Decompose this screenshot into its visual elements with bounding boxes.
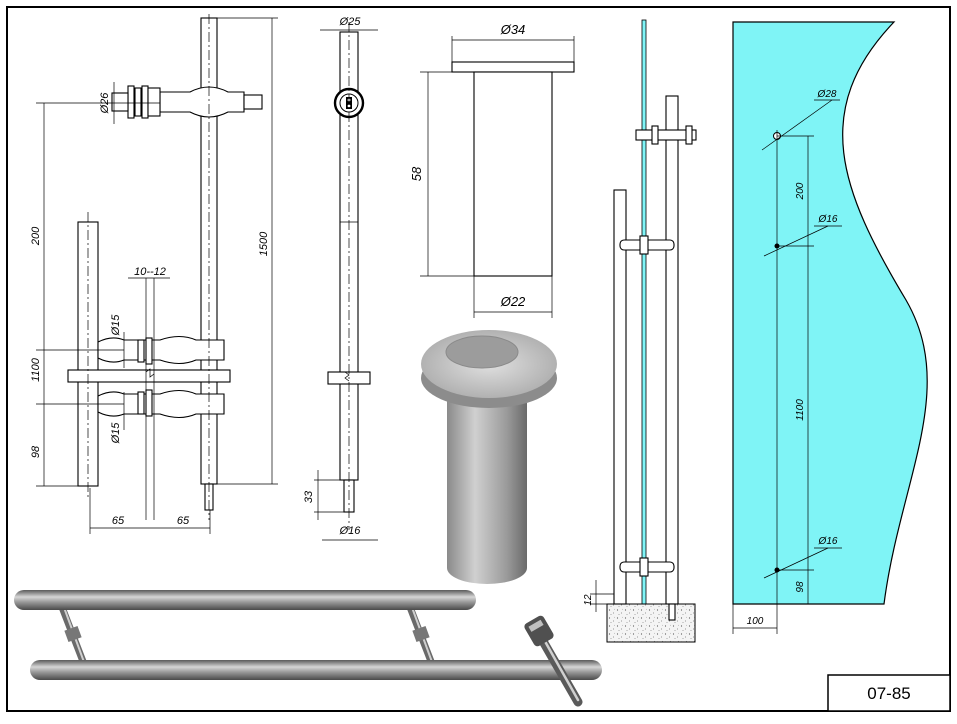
handle-3d-loose-standoff-hl: [540, 634, 580, 702]
dim-label-12: 12: [583, 594, 594, 606]
dim-label-200-panel: 200: [795, 182, 806, 200]
mid-lower-ring-1: [137, 391, 145, 415]
dim-label-d22: Ø22: [500, 294, 526, 309]
dim-label-65-left: 65: [112, 515, 125, 527]
sleeve-3d-opening: [445, 335, 519, 369]
top-ring-3: [141, 85, 149, 119]
mid-standoff-lower: [97, 389, 225, 419]
dim-label-200-left: 200: [30, 226, 42, 246]
dim-label-98-panel: 98: [795, 581, 806, 593]
dim-label-d16: Ø16: [339, 525, 362, 537]
side-knob-hole-2: [347, 104, 351, 108]
side-view: Ø25 33 Ø16: [303, 16, 378, 541]
floor-detail: 12: [583, 19, 697, 643]
dim-label-65-right: 65: [177, 515, 190, 527]
top-ring-2: [134, 87, 142, 117]
floor-mid-ring: [639, 235, 649, 255]
mid-lower-ring-2: [145, 389, 153, 417]
dim-label-98-left: 98: [30, 445, 42, 458]
floor-top-standoff: [635, 129, 697, 141]
dim-label-d34: Ø34: [500, 22, 526, 37]
handle-3d: [14, 590, 602, 707]
handle-3d-loose-knob-band: [528, 619, 544, 632]
sleeve-detail: Ø34 58 Ø22: [409, 22, 575, 318]
title-block-frame: [827, 674, 951, 712]
front-view: Ø26 200 1100 98 1500 10--12 Ø15 Ø15 65 6…: [30, 14, 278, 534]
drawing-code: 07-85: [867, 684, 910, 703]
floor-bar-pin: [668, 603, 676, 621]
floor-low-ring: [639, 557, 649, 577]
dim-label-d25: Ø25: [339, 16, 362, 28]
dim-label-d15-upper: Ø15: [110, 314, 122, 337]
leader-d16-bottom: [763, 547, 829, 579]
floor-top-ring-1: [651, 125, 659, 145]
mid-upper-ring-2: [145, 337, 153, 365]
glass-panel-shape: [732, 21, 928, 605]
dim-label-d15-lower: Ø15: [110, 422, 122, 445]
glass-section: [67, 369, 231, 383]
top-ring-1: [127, 85, 135, 119]
floor-bar-inner: [665, 95, 679, 605]
title-block: 07-85: [827, 674, 951, 712]
top-standoff-stub: [243, 94, 263, 110]
mid-upper-ring-1: [137, 339, 145, 363]
dim-label-58: 58: [409, 166, 424, 181]
floor-bar-outer: [613, 189, 627, 605]
handle-3d-lower-bar: [30, 660, 602, 680]
handle-3d-loose-knob: [524, 615, 554, 647]
top-standoff: [159, 86, 245, 118]
dim-label-d16-mid: Ø16: [818, 214, 838, 225]
sleeve-3d: [421, 330, 557, 584]
mid-standoff-upper: [97, 335, 225, 365]
handle-3d-upper-bar: [14, 590, 476, 610]
glass-pane-edge: [641, 19, 647, 605]
dim-label-33: 33: [303, 490, 315, 503]
handle-3d-collar-right: [412, 625, 430, 643]
leader-d28: [761, 99, 833, 151]
leader-d16-mid: [763, 225, 829, 257]
top-ring-4: [147, 87, 161, 117]
glass-panel: Ø28 200 Ø16 1100 Ø16 98 100: [732, 21, 928, 634]
dim-label-1100-panel: 1100: [795, 399, 806, 421]
floor-top-ring-2: [685, 125, 693, 145]
dim-label-10-12: 10--12: [134, 266, 166, 278]
sleeve-3d-body: [447, 390, 527, 584]
dim-label-d16-bottom: Ø16: [818, 536, 838, 547]
dim-label-d28: Ø28: [817, 89, 837, 100]
sleeve-flange: [451, 61, 575, 73]
dim-label-100: 100: [747, 616, 764, 627]
floor-block: [606, 603, 696, 643]
sheet-border: [6, 6, 951, 712]
handle-3d-collar-left: [64, 625, 82, 643]
dim-label-1100-left: 1100: [30, 357, 42, 382]
top-knob: [111, 92, 129, 112]
break-mark: [145, 368, 155, 378]
dim-label-1500: 1500: [258, 231, 270, 256]
sleeve-body: [473, 71, 553, 277]
side-break-mark: [344, 371, 350, 382]
